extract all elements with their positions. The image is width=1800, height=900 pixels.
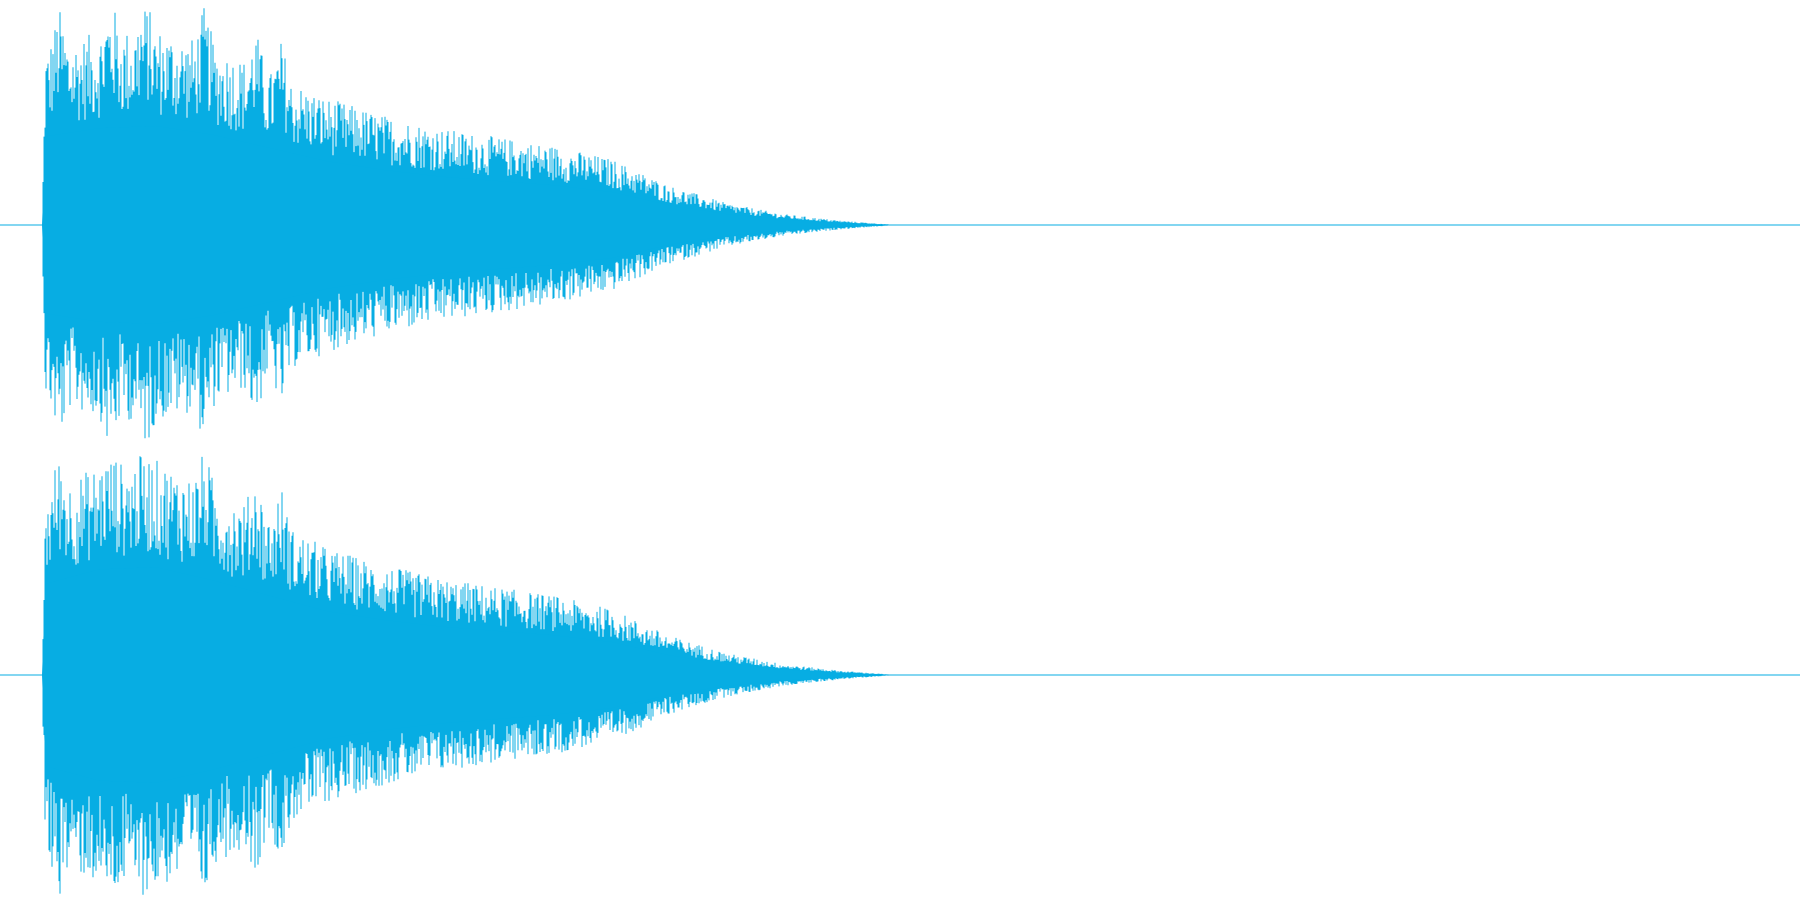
- waveform-core: [42, 126, 896, 324]
- channel-left-waveform: [0, 8, 1800, 439]
- left-channel-svg: [0, 8, 1800, 439]
- channel-right-waveform: [0, 450, 1800, 900]
- right-channel-svg: [0, 456, 1800, 895]
- waveform-core: [42, 567, 896, 783]
